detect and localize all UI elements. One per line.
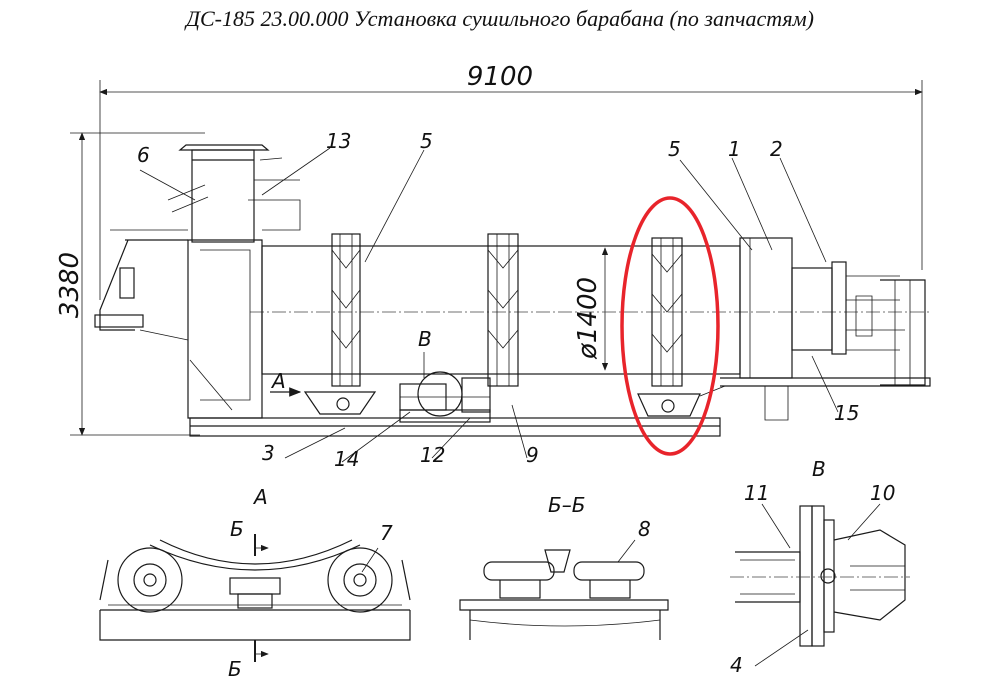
view-a-title: А [252,485,268,509]
callout-10: 10 [870,481,895,505]
detail-view-bb: Б–Б 8 [459,493,669,640]
dimension-diameter-label: ø1400 [573,277,603,360]
callout-12: 12 [420,443,445,467]
cut-b-bottom: Б [228,657,242,678]
callout-3: 3 [262,441,275,465]
view-v-title: В [812,457,826,481]
view-bb-title: Б–Б [548,493,585,517]
detail-view-v: В 11 10 4 [730,457,910,677]
callout-7: 7 [380,521,393,545]
callout-13: 13 [326,129,351,153]
detail-view-a: А Б Б 7 [99,485,411,678]
callout-9: 9 [526,443,539,467]
cut-b-top: Б [230,517,244,541]
dimension-length: 9100 [99,62,923,300]
callout-5-left: 5 [420,129,433,153]
section-a-marker: A [270,369,286,393]
drum-ring-2 [487,233,519,387]
drive-unit [399,371,491,423]
dimension-height: 3380 [55,132,205,436]
callout-5-right: 5 [668,137,681,161]
dimension-length-label: 9100 [467,62,533,92]
callout-14: 14 [334,447,359,471]
callout-4: 4 [730,653,743,677]
drum-ring-3 [651,237,683,387]
callout-1: 1 [728,137,741,161]
callout-15: 15 [834,401,859,425]
dimension-height-label: 3380 [55,252,85,318]
drum-ring-1 [331,233,361,387]
callout-leaders [139,147,839,463]
highlight-ellipse [620,196,720,456]
callout-11: 11 [744,481,769,505]
loading-chamber [94,144,301,419]
callout-2: 2 [770,137,783,161]
callout-6: 6 [137,143,150,167]
dimension-diameter: ø1400 [573,247,609,371]
drawing-title: ДС-185 23.00.000 Установка сушильного ба… [186,6,814,31]
burner-unit [699,237,931,421]
view-v-marker: В [418,327,432,351]
dryer-drum-assembly: A В [94,144,931,437]
callout-8: 8 [638,517,651,541]
